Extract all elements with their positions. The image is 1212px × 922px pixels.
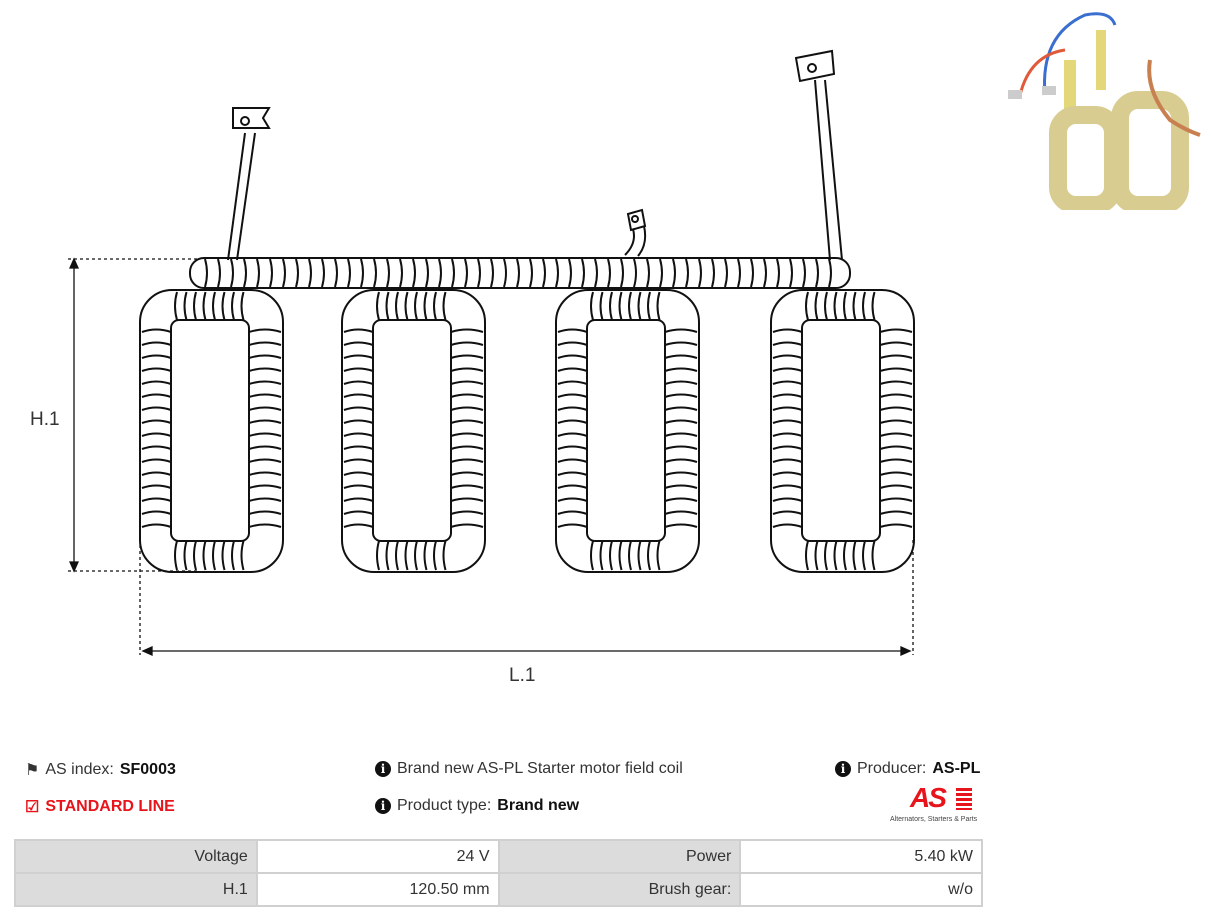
length-dimension-label: L.1 [509,665,536,686]
info-icon: i [375,761,391,777]
terminal-middle [624,208,647,257]
standard-line-badge: ☑ STANDARD LINE [25,798,175,816]
as-index: ⚑ AS index:SF0003 [25,761,176,779]
info-icon: i [375,798,391,814]
field-coil-technical-drawing [68,49,915,657]
terminal-right [794,49,843,261]
info-icon: i [835,761,851,777]
as-index-value: SF0003 [119,761,176,778]
spec-label: Power [497,839,742,874]
terminal-left [227,107,271,261]
tags-icon: ⚑ [25,762,40,779]
spec-value: 120.50 mm [255,872,500,907]
dimension-lines [68,257,914,657]
spec-label: Voltage [14,839,258,874]
checkbox-checked-icon: ☑ [25,799,40,816]
spec-value: 24 V [255,839,500,874]
as-pl-logo: AS Alternators, Starters & Parts [890,782,978,823]
spec-label: Brush gear: [497,872,742,907]
product-photo [1008,12,1201,210]
height-dimension-label: H.1 [30,409,60,430]
spec-label: H.1 [14,872,258,907]
spec-value: w/o [739,872,983,907]
spec-value: 5.40 kW [739,839,983,874]
